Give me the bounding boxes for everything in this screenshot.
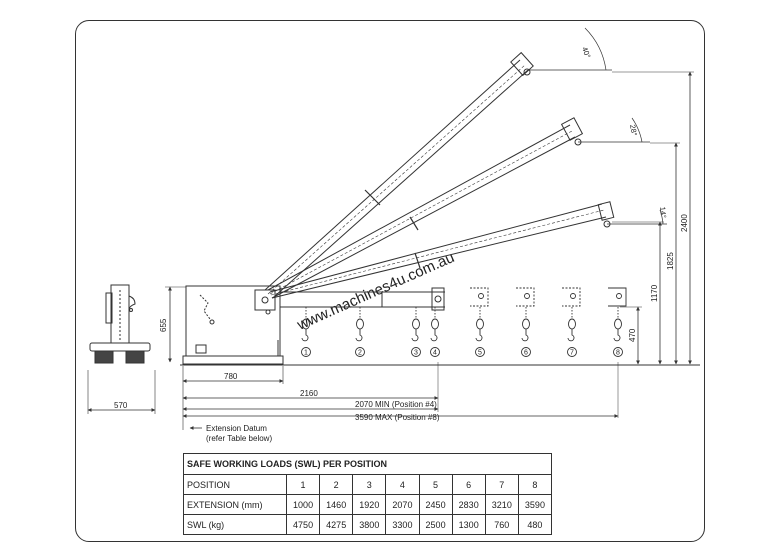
boom-28	[267, 117, 584, 299]
angle-28-label: 28°	[628, 124, 639, 137]
position-number-label: 3	[414, 350, 418, 357]
angle-markers: 40° 28° 14°	[528, 27, 668, 225]
position-number-label: 2	[358, 350, 362, 357]
row-label: POSITION	[183, 474, 287, 495]
position-number-label: 1	[304, 350, 308, 357]
table-cell: 760	[484, 514, 519, 535]
horizontal-dims	[182, 362, 619, 430]
table-cell: 3300	[385, 514, 420, 535]
swl-table: SAFE WORKING LOADS (SWL) PER POSITION PO…	[183, 453, 553, 535]
table-cell: 1920	[352, 494, 387, 515]
hook-position-6: 6	[516, 287, 535, 357]
hook-position-7: 7	[562, 287, 581, 357]
table-cell: 3	[352, 474, 387, 495]
table-cell: 4275	[319, 514, 354, 535]
dim-655-label: 655	[159, 318, 168, 332]
table-row-swl: SWL (kg) 4750 4275 3800 3300 2500 1300 7…	[183, 514, 553, 535]
table-cell: 3210	[484, 494, 519, 515]
table-row-position: POSITION 1 2 3 4 5 6 7 8	[183, 474, 553, 495]
position-number-label: 8	[616, 350, 620, 357]
boom-40	[264, 51, 534, 297]
table-cell: 3800	[352, 514, 387, 535]
dim-2160-label: 2160	[300, 389, 318, 398]
dim-655: 655	[159, 286, 186, 363]
position-number-label: 4	[433, 350, 437, 357]
table-cell: 1	[285, 474, 321, 495]
table-cell: 4	[385, 474, 420, 495]
boom-horizontal	[280, 287, 445, 311]
extension-datum-note: Extension Datum (refer Table below)	[206, 424, 272, 444]
dim-780-label: 780	[224, 372, 238, 381]
hook-position-2: 2	[355, 307, 365, 357]
position-number-label: 5	[478, 350, 482, 357]
table-cell: 2450	[418, 494, 453, 515]
dim-2400-label: 2400	[680, 214, 689, 232]
row-label: SWL (kg)	[183, 514, 287, 535]
end-view	[89, 284, 151, 364]
hook-position-3: 3	[411, 307, 421, 357]
height-dims	[612, 71, 694, 365]
table-cell: 480	[517, 514, 553, 535]
dim-3590-label: 3590 MAX (Position #8)	[355, 413, 440, 422]
angle-14-label: 14°	[658, 206, 668, 218]
table-cell: 3590	[517, 494, 553, 515]
hook-position-4: 4	[430, 307, 440, 357]
table-cell: 7	[484, 474, 519, 495]
table-cell: 1000	[285, 494, 321, 515]
table-cell: 6	[451, 474, 486, 495]
table-cell: 2	[319, 474, 354, 495]
datum-note-line-2: (refer Table below)	[206, 434, 273, 443]
table-cell: 2070	[385, 494, 420, 515]
table-cell: 5	[418, 474, 453, 495]
position-number-label: 7	[570, 350, 574, 357]
datum-note-line-1: Extension Datum	[206, 424, 267, 433]
dim-470-label: 470	[628, 328, 637, 342]
hook-position-1: 1	[301, 307, 311, 357]
drawing-frame	[75, 20, 705, 542]
chassis	[182, 285, 284, 365]
hook-position-5: 5	[470, 287, 489, 357]
table-cell: 2500	[418, 514, 453, 535]
row-label: EXTENSION (mm)	[183, 494, 287, 515]
table-cell: 4750	[285, 514, 321, 535]
table-cell: 8	[517, 474, 553, 495]
dim-1170-label: 1170	[650, 284, 659, 302]
position-number-label: 6	[524, 350, 528, 357]
hook-position-8: 8	[608, 287, 627, 357]
dim-570-label: 570	[114, 401, 128, 410]
table-row-extension: EXTENSION (mm) 1000 1460 1920 2070 2450 …	[183, 494, 553, 515]
table-cell: 1300	[451, 514, 486, 535]
hook-positions: 1 2 3 4 5 6 7 8	[301, 287, 627, 357]
dim-2070-label: 2070 MIN (Position #4)	[355, 400, 437, 409]
boom-14	[269, 201, 615, 299]
table-title-row: SAFE WORKING LOADS (SWL) PER POSITION	[183, 453, 552, 475]
table-cell: 1460	[319, 494, 354, 515]
dim-1825-label: 1825	[666, 252, 675, 270]
table-cell: 2830	[451, 494, 486, 515]
dim-570: 570	[87, 370, 156, 414]
angle-40-label: 40°	[580, 46, 592, 60]
table-title: SAFE WORKING LOADS (SWL) PER POSITION	[183, 453, 552, 475]
